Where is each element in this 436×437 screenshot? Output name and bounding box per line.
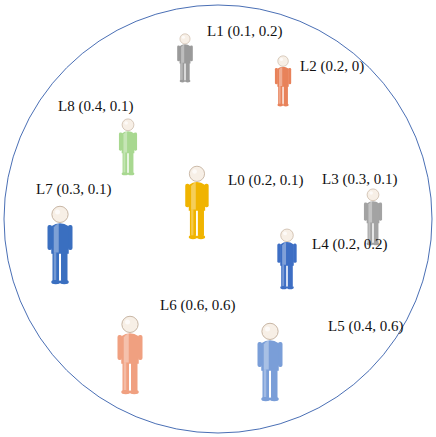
point-label: L4 (0.2, 0.2) bbox=[312, 235, 387, 253]
person-figure bbox=[119, 119, 137, 175]
person-figure bbox=[118, 316, 143, 394]
person-figure bbox=[48, 206, 73, 284]
region-circle bbox=[4, 5, 432, 433]
point-label: L7 (0.3, 0.1) bbox=[36, 180, 111, 198]
point-label: L8 (0.4, 0.1) bbox=[58, 97, 133, 115]
person-figure bbox=[277, 229, 296, 289]
person-figure bbox=[258, 323, 283, 401]
person-figure bbox=[177, 34, 193, 83]
person-figure bbox=[185, 166, 208, 239]
point-label: L5 (0.4, 0.6) bbox=[328, 317, 403, 335]
point-label: L1 (0.1, 0.2) bbox=[207, 22, 282, 40]
point-label: L6 (0.6, 0.6) bbox=[160, 296, 235, 314]
point-label: L2 (0.2, 0) bbox=[300, 57, 364, 75]
person-figure bbox=[275, 56, 291, 107]
point-label: L3 (0.3, 0.1) bbox=[322, 170, 397, 188]
point-label: L0 (0.2, 0.1) bbox=[228, 171, 303, 189]
